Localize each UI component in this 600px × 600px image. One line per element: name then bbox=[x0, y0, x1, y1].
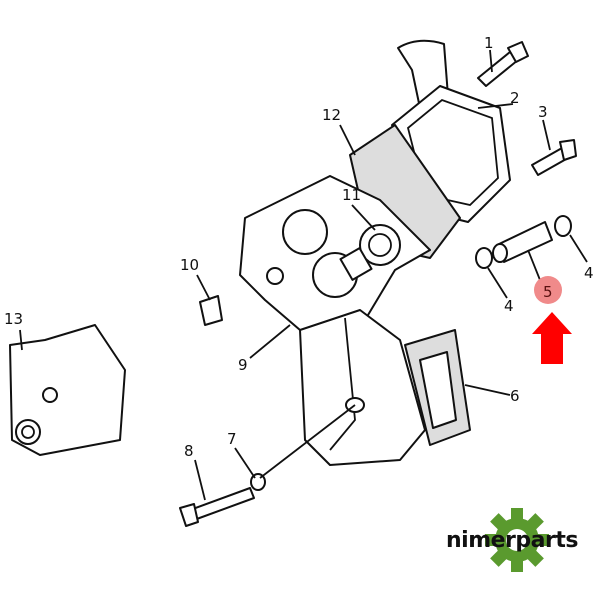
callout-11: 11 bbox=[342, 186, 361, 204]
callout-7: 7 bbox=[227, 430, 237, 448]
callout-4: 4 bbox=[504, 297, 514, 315]
part-11-thermostat bbox=[359, 224, 401, 266]
part-8-bolt bbox=[189, 487, 255, 521]
part-1-bolt bbox=[477, 51, 519, 87]
part-outlet-body bbox=[299, 309, 426, 466]
logo-text: nimerparts bbox=[446, 528, 578, 553]
callout-4: 4 bbox=[584, 264, 594, 282]
part-13-housing bbox=[9, 324, 126, 456]
callout-1: 1 bbox=[484, 34, 494, 52]
arrow-up-icon bbox=[532, 312, 572, 364]
callout-13: 13 bbox=[4, 310, 23, 328]
callout-10: 10 bbox=[180, 256, 199, 274]
part-4-washer bbox=[554, 215, 572, 237]
part-4-washer bbox=[475, 247, 493, 269]
callout-5: 5 bbox=[543, 283, 553, 301]
callout-9: 9 bbox=[238, 356, 248, 374]
part-10-plug bbox=[199, 295, 223, 326]
callout-2: 2 bbox=[510, 89, 520, 107]
callout-6: 6 bbox=[510, 387, 520, 405]
highlight-marker bbox=[534, 276, 562, 304]
callout-3: 3 bbox=[538, 103, 548, 121]
callout-8: 8 bbox=[184, 442, 194, 460]
gear-icon bbox=[485, 508, 549, 572]
callout-12: 12 bbox=[322, 106, 341, 124]
